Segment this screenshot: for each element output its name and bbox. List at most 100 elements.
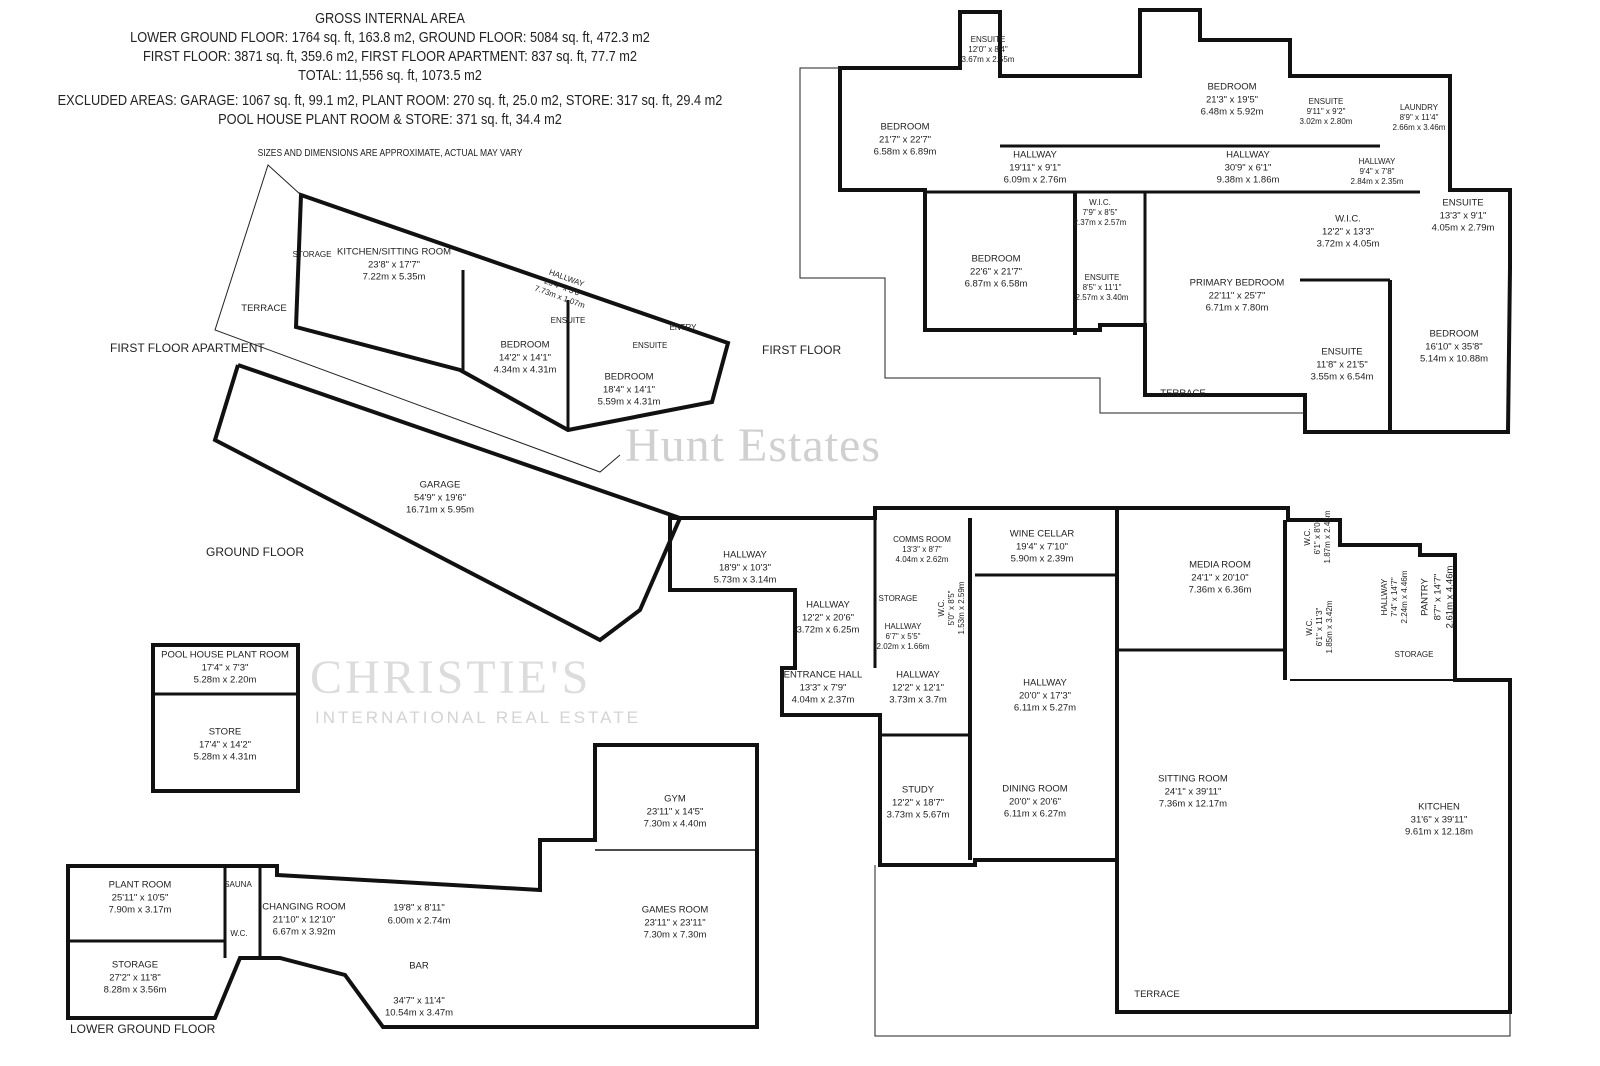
room-metric: 5.14m x 10.88m (1419, 353, 1489, 365)
room-name: KITCHEN/SITTING ROOM (337, 246, 451, 258)
room-name: BEDROOM (500, 339, 550, 351)
room-metric: 2.84m x 2.35m (1350, 177, 1404, 186)
room-name: STORAGE (1394, 650, 1434, 659)
room-imperial: 8'7" x 14'7" (1431, 573, 1443, 621)
room-metric: 7.30m x 4.40m (643, 818, 707, 830)
area-total: TOTAL: 11,556 sq. ft, 1073.5 m2 (298, 68, 482, 84)
room-imperial: 23'11" x 14'5" (646, 805, 704, 817)
room-metric: 6.67m x 3.92m (272, 926, 336, 938)
room-name: ENSUITE (632, 341, 668, 350)
room-metric: 3.55m x 6.54m (1310, 371, 1374, 383)
room-imperial: 17'4" x 7'3" (201, 661, 249, 673)
room-imperial: 12'2" x 12'1" (891, 681, 945, 693)
room-name: W.I.C. (1335, 213, 1361, 225)
room-imperial: 34'7" x 11'4" (393, 994, 445, 1006)
room-name: SITTING ROOM (1158, 773, 1228, 785)
room-name: W.C. (230, 929, 248, 938)
room-imperial: 23'8" x 17'7" (367, 258, 421, 270)
room-name: ENSUITE (1308, 97, 1344, 106)
room-label-ground-floor-wc2: W.C.6'1" x 11'3"1.85m x 3.42m (1305, 601, 1335, 654)
ground-floor-terrace (874, 865, 1511, 1037)
room-name: STORE (208, 726, 242, 738)
room-metric: 2.24m x 4.46m (1400, 570, 1409, 624)
room-name: CHANGING ROOM (262, 901, 346, 913)
room-imperial: 6'7" x 5'5" (885, 632, 921, 641)
room-name: STUDY (901, 784, 935, 796)
room-name: BAR (409, 960, 429, 972)
floor-label-first: FIRST FLOOR (762, 343, 842, 357)
area-line-2: FIRST FLOOR: 3871 sq. ft, 359.6 m2, FIRS… (142, 49, 638, 65)
room-name: HALLWAY (1023, 677, 1067, 689)
room-name: HALLWAY (723, 549, 767, 561)
room-metric: 6.58m x 6.89m (873, 146, 937, 158)
area-line-1: LOWER GROUND FLOOR: 1764 sq. ft, 163.8 m… (130, 30, 650, 46)
room-imperial: 27'2" x 11'8" (109, 971, 161, 983)
room-label-first-floor-terrace: TERRACE (1160, 388, 1205, 401)
room-imperial: 12'2" x 18'7" (891, 796, 945, 808)
disclaimer: SIZES AND DIMENSIONS ARE APPROXIMATE, AC… (257, 148, 523, 159)
room-metric: 1.85m x 3.42m (1325, 600, 1334, 654)
room-label-apartment-storage: STORAGE (293, 250, 332, 260)
room-name: PRIMARY BEDROOM (1189, 277, 1285, 289)
first-floor-outline (838, 8, 1512, 434)
room-name: ENSUITE (1442, 197, 1484, 209)
room-label-apartment-ensuite2: ENSUITE (633, 341, 668, 351)
room-label-ground-floor-terrace: TERRACE (1134, 989, 1179, 1002)
room-imperial: 21'3" x 19'5" (1205, 93, 1259, 105)
room-name: BEDROOM (604, 371, 654, 383)
room-label-ground-floor-wc1: W.C.6'1" x 8'0"1.87m x 2.44m (1303, 511, 1333, 564)
floor-label-lower-ground: LOWER GROUND FLOOR (70, 1022, 216, 1036)
room-name: SAUNA (224, 880, 252, 889)
room-imperial: 23'11" x 23'11" (644, 916, 706, 928)
room-imperial: 16'10" x 35'8" (1425, 340, 1483, 352)
room-metric: 7.90m x 3.17m (108, 904, 172, 916)
room-name: LAUNDRY (1399, 103, 1439, 112)
room-imperial: 19'8" x 8'11" (393, 902, 445, 914)
room-label-lower-ground-bar-upper: 19'8" x 8'11"6.00m x 2.74m (388, 903, 451, 928)
room-metric: 6.87m x 6.58m (964, 278, 1028, 290)
garage-outline (212, 363, 683, 643)
room-metric: 6.11m x 6.27m (1003, 808, 1067, 820)
room-metric: 9.61m x 12.18m (1404, 826, 1474, 838)
room-imperial: 24'1" x 39'11" (1164, 785, 1222, 797)
room-label-first-floor-wic1: W.I.C.7'9" x 8'5"2.37m x 2.57m (1074, 198, 1127, 228)
room-metric: 5.90m x 2.39m (1010, 553, 1074, 565)
room-name: HALLWAY (806, 599, 850, 611)
room-name: HALLWAY (884, 622, 922, 631)
room-imperial: 22'6" x 21'7" (969, 265, 1023, 277)
room-imperial: 12'0" x 8'4" (968, 45, 1008, 54)
room-metric: 5.73m x 3.14m (713, 574, 777, 586)
room-metric: 3.73m x 3.7m (889, 694, 947, 706)
room-name: TERRACE (1160, 387, 1206, 399)
room-metric: 5.28m x 4.31m (193, 751, 257, 763)
room-label-apartment-entry: ENTRY (670, 323, 697, 333)
room-name: W.C. (1305, 618, 1314, 636)
room-imperial: 31'6" x 39'11" (1410, 813, 1468, 825)
room-imperial: 6'1" x 8'0" (1313, 519, 1322, 555)
room-imperial: 24'1" x 20'10" (1191, 571, 1249, 583)
floor-label-apartment: FIRST FLOOR APARTMENT (110, 341, 265, 355)
room-imperial: 22'11" x 25'7" (1208, 289, 1266, 301)
room-name: W.C. (1303, 528, 1312, 546)
room-metric: 2.66m x 3.46m (1392, 123, 1446, 132)
room-name: POOL HOUSE PLANT ROOM (161, 649, 289, 661)
